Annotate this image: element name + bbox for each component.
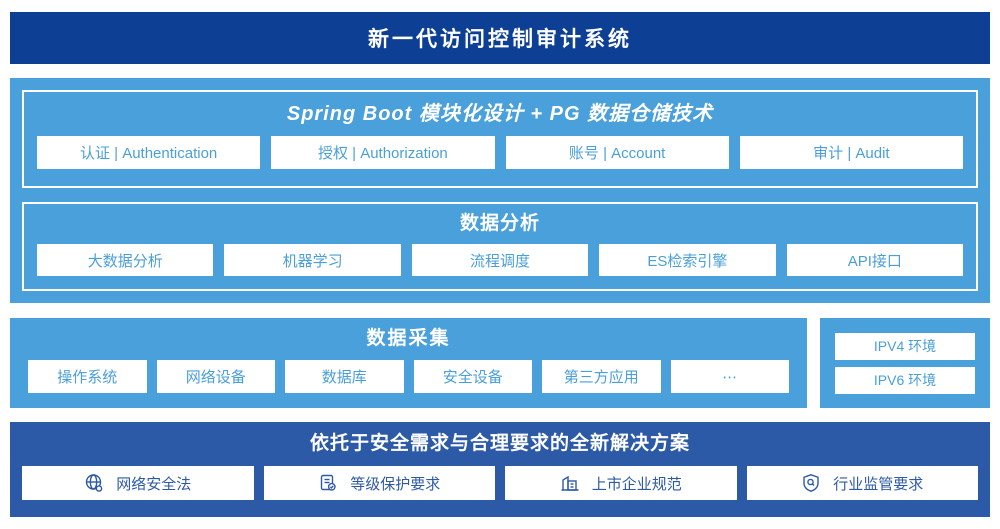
module-box: 账号 | Account <box>505 136 729 169</box>
module-box: 授权 | Authorization <box>271 136 495 169</box>
module-box: 流程调度 <box>411 244 589 276</box>
solution-box-cybersecurity-law: 网络安全法 <box>22 466 254 500</box>
module-box: API接口 <box>786 244 964 276</box>
data-collection-title: 数据采集 <box>366 328 451 349</box>
source-box: ⋯ <box>670 360 789 393</box>
environment-box: IPV6 环境 <box>835 366 975 394</box>
module-box: 大数据分析 <box>37 244 214 276</box>
page-title: 新一代访问控制审计系统 <box>368 28 632 51</box>
module-box: ES检索引擎 <box>599 244 776 276</box>
solution-label: 上市企业规范 <box>591 475 682 493</box>
solution-label: 行业监管要求 <box>833 475 924 493</box>
solution-box-classified-protection: 等级保护要求 <box>263 466 495 500</box>
spring-boot-module-row: 认证 | Authentication 授权 | Authorization 账号 … <box>37 136 963 169</box>
source-box: 网络设备 <box>156 360 275 393</box>
building-icon <box>561 475 579 491</box>
module-box: 审计 | Audit <box>739 136 963 169</box>
solution-label: 网络安全法 <box>116 475 192 493</box>
source-box: 操作系统 <box>28 360 147 393</box>
solution-title: 依托于安全需求与合理要求的全新解决方案 <box>309 433 690 454</box>
document-check-icon <box>321 474 336 491</box>
solution-box-listed-company: 上市企业规范 <box>505 466 737 500</box>
title-banner: 新一代访问控制审计系统 <box>10 12 990 64</box>
source-box: 数据库 <box>285 360 404 393</box>
environment-box: IPV4 环境 <box>835 332 975 360</box>
middle-row: 数据采集 操作系统网络设备数据库安全设备第三方应用 ⋯ IPV4 环境 IPV6 环… <box>10 318 990 408</box>
shield-search-icon <box>803 474 819 492</box>
data-analysis-title: 数据分析 <box>459 213 540 234</box>
solution-panel: 依托于安全需求与合理要求的全新解决方案 网络安全法 <box>10 422 990 517</box>
data-collection-panel: 数据采集 操作系统网络设备数据库安全设备第三方应用 ⋯ <box>10 318 807 408</box>
data-source-row: 操作系统网络设备数据库安全设备第三方应用 ⋯ <box>28 360 789 393</box>
solution-box-industry-regulation: 行业监管要求 <box>746 466 978 500</box>
solution-label: 等级保护要求 <box>350 475 441 493</box>
source-box: 安全设备 <box>413 360 532 393</box>
environment-panel: IPV4 环境 IPV6 环境 <box>820 318 990 408</box>
module-box: 机器学习 <box>224 244 401 276</box>
platform-panel: Spring Boot 模块化设计 + PG 数据仓储技术 认证 | Authe… <box>10 78 990 303</box>
module-box: 认证 | Authentication <box>37 136 261 169</box>
source-box: 第三方应用 <box>542 360 661 393</box>
data-analysis-module-row: 大数据分析机器学习流程调度 ES检索引擎 API接口 <box>37 244 964 276</box>
spring-boot-title: Spring Boot 模块化设计 + PG 数据仓储技术 <box>286 103 714 125</box>
spring-boot-section: Spring Boot 模块化设计 + PG 数据仓储技术 认证 | Authe… <box>22 90 978 188</box>
data-analysis-section: 数据分析 大数据分析机器学习流程调度 ES检索引擎 API接口 <box>22 202 978 291</box>
globe-icon <box>86 474 103 492</box>
solution-row: 网络安全法 等级保护要求 <box>22 466 978 500</box>
